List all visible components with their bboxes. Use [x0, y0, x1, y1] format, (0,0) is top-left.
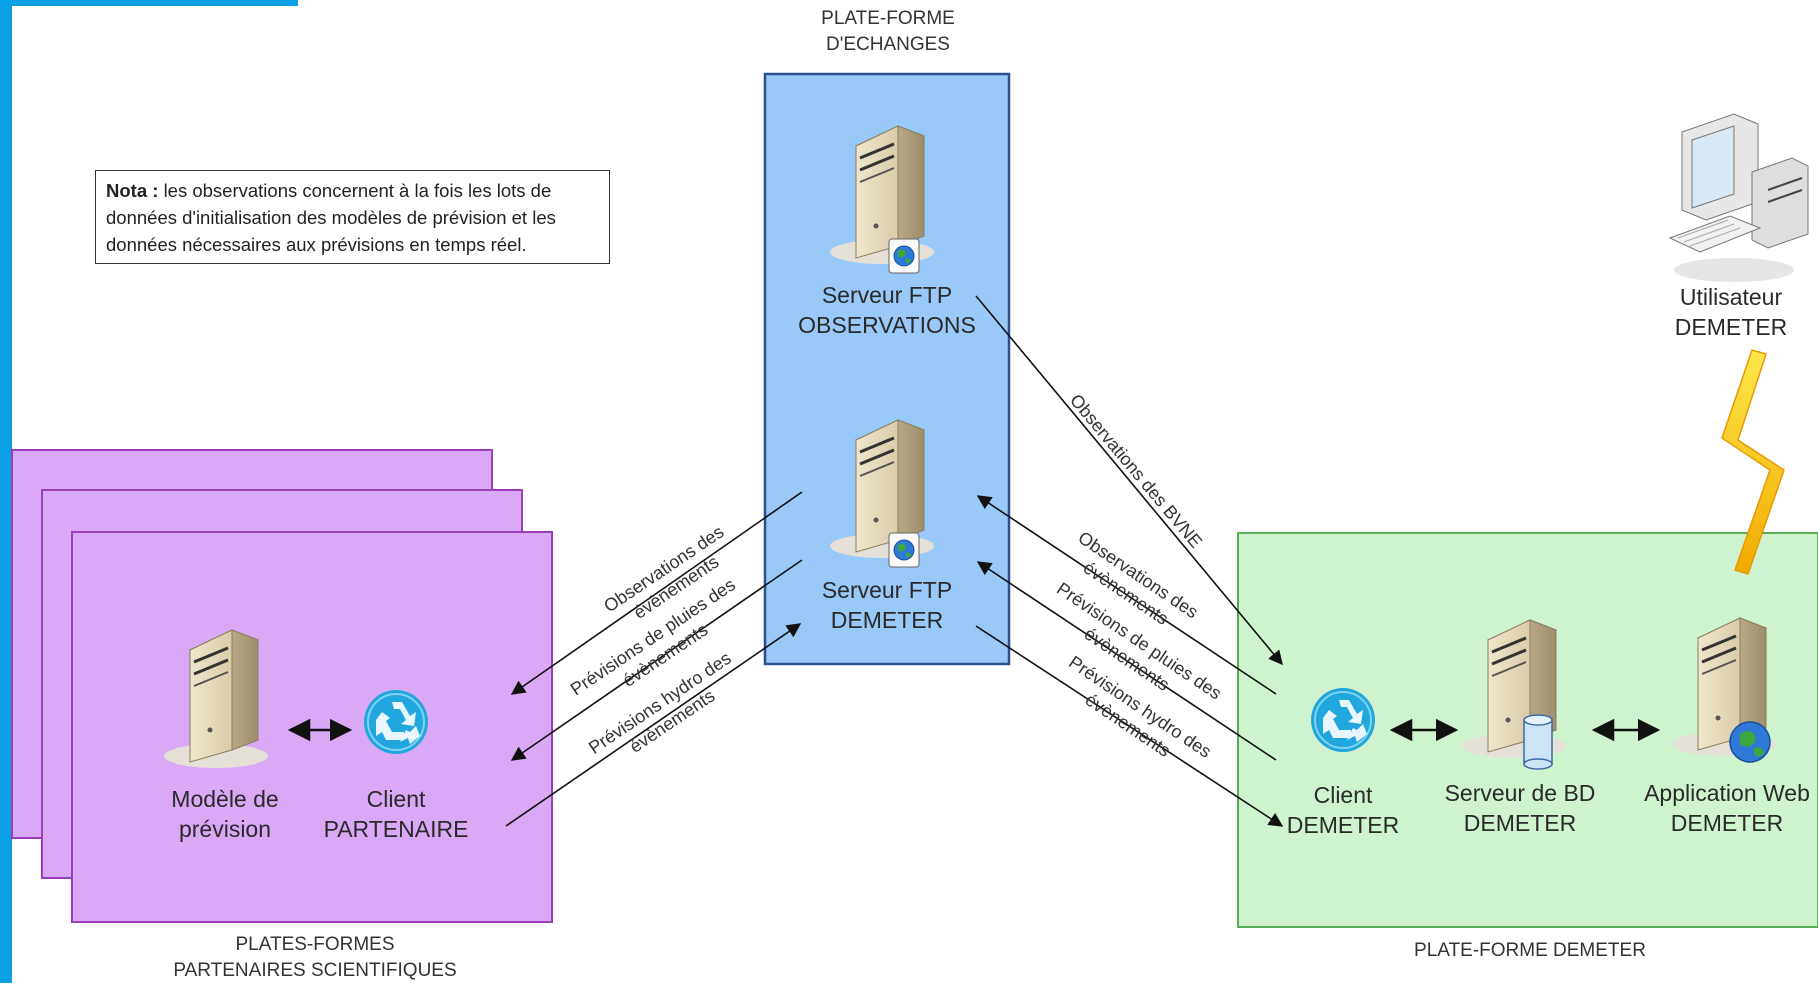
- note-line-1: les observations concernent à la fois le…: [163, 180, 552, 201]
- left-edge-bar: [0, 0, 12, 983]
- note-line-3: données nécessaires aux prévisions en te…: [106, 234, 527, 255]
- web-app-server-icon: [1670, 616, 1778, 763]
- forecast-model-label: Modèle de prévision: [171, 786, 279, 842]
- db-server-icon: [1460, 618, 1568, 770]
- demeter-client-label: Client DEMETER: [1286, 782, 1400, 838]
- note-box: Nota : les observations concernent à la …: [95, 170, 610, 264]
- flow-left-rain: [510, 559, 803, 761]
- top-edge-bar: [0, 0, 298, 6]
- lightning-bolt-icon: [1721, 349, 1785, 575]
- web-app-label: Application Web DEMETER: [1644, 780, 1810, 836]
- note-prefix: Nota :: [106, 180, 159, 201]
- demeter-platform-title: PLATE-FORME DEMETER: [1414, 940, 1646, 961]
- partner-platforms-title: PLATES-FORMES PARTENAIRES SCIENTIFIQUES: [173, 934, 457, 981]
- ftp-observations-label: Serveur FTP OBSERVATIONS: [798, 282, 976, 338]
- db-server-label: Serveur de BD DEMETER: [1444, 780, 1596, 836]
- exchange-platform-title: PLATE-FORME D'ECHANGES: [821, 8, 955, 55]
- partner-platform-front: [71, 531, 553, 923]
- demeter-client-icon: [1310, 687, 1376, 753]
- flow-left-hydro: [505, 623, 802, 827]
- flow-right-observations: [976, 495, 1277, 695]
- user-workstation-icon: [1668, 113, 1809, 282]
- partner-client-icon: [363, 689, 429, 755]
- user-label: Utilisateur DEMETER: [1674, 284, 1788, 340]
- flow-right-hydro: [975, 625, 1284, 827]
- flow-left-observations: [510, 491, 803, 695]
- partner-client-label: Client PARTENAIRE: [323, 786, 469, 842]
- ftp-demeter-label: Serveur FTP DEMETER: [821, 577, 953, 633]
- flow-right-rain: [976, 561, 1277, 761]
- note-line-2: données d'initialisation des modèles de …: [106, 207, 556, 228]
- flow-bvne: [975, 295, 1283, 666]
